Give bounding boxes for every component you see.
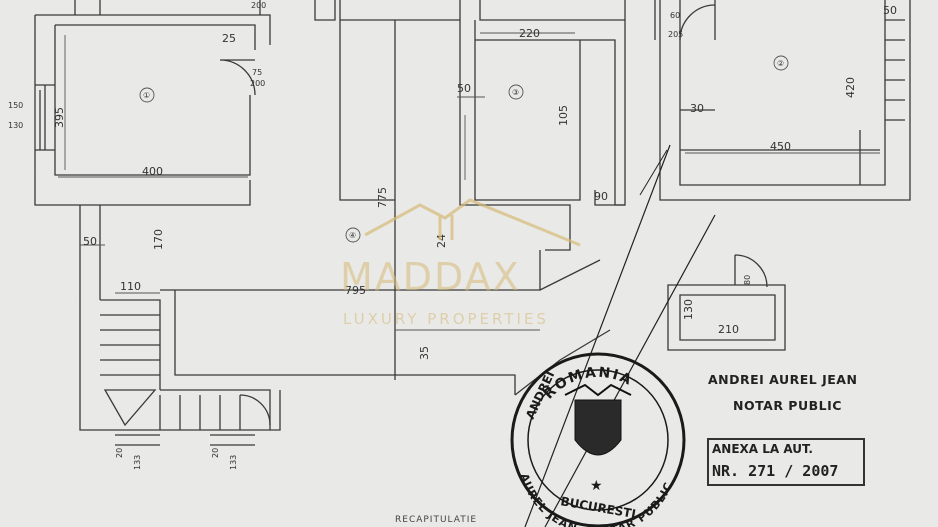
dim-105: 105 [557, 105, 570, 126]
dim-24: 24 [435, 234, 448, 248]
dim-30: 30 [690, 102, 704, 115]
wall-left-double [35, 84, 55, 151]
dim-220: 220 [519, 27, 540, 40]
dim-795: 795 [345, 284, 366, 297]
dim-205: 205 [668, 30, 683, 39]
wall-left-room [34, 14, 271, 206]
dim-50-right: 50 [883, 4, 897, 17]
annex-label: ANEXA LA AUT. [712, 442, 813, 456]
dim-25: 25 [222, 32, 236, 45]
dim-775: 775 [376, 187, 389, 208]
watermark-name: MADDAX [340, 255, 521, 299]
dim-130: 130 [682, 299, 695, 320]
annex-box [707, 438, 865, 486]
dim-200-top: 200 [251, 1, 266, 10]
dim-110: 110 [120, 280, 141, 293]
wall-room3 [474, 20, 626, 206]
dim-130-side: 130 [8, 121, 23, 130]
coat-of-arms [574, 399, 622, 456]
annex-number: NR. 271 / 2007 [712, 462, 839, 480]
stairs [100, 314, 241, 430]
watermark-tagline: LUXURY PROPERTIES [343, 310, 549, 328]
watermark-logo [364, 198, 581, 247]
room-3-marker: ③ [512, 88, 519, 97]
dim-133-b: 133 [229, 455, 238, 470]
room-2-marker: ② [777, 59, 784, 68]
dim-450: 450 [770, 140, 791, 153]
dim-20-b: 20 [211, 448, 220, 458]
notary-stamp: ★ [510, 352, 686, 527]
small-room [667, 254, 786, 351]
dim-420: 420 [844, 77, 857, 98]
dim-50-top: 50 [457, 82, 471, 95]
dim-50-left: 50 [83, 235, 97, 248]
dim-75-bottom: 200 [250, 79, 265, 88]
dim-150-side: 150 [8, 101, 23, 110]
dim-400: 400 [142, 165, 163, 178]
dim-80: 80 [743, 275, 752, 285]
wall-top [74, 0, 716, 40]
dim-170: 170 [152, 229, 165, 250]
dim-35: 35 [418, 346, 431, 360]
room-1-marker: ① [143, 91, 150, 100]
dim-75-top: 75 [252, 68, 262, 77]
room-4-marker: ④ [349, 231, 356, 240]
dim-210: 210 [718, 323, 739, 336]
wall-right-room [659, 0, 911, 201]
dim-395: 395 [53, 107, 66, 128]
footer-heading: RECAPITULATIE [395, 515, 478, 525]
svg-text:★: ★ [590, 478, 603, 494]
dim-20-a: 20 [115, 448, 124, 458]
dim-90: 90 [594, 190, 608, 203]
dim-133-a: 133 [133, 455, 142, 470]
notary-title: NOTAR PUBLIC [733, 398, 842, 413]
dim-60: 60 [670, 11, 680, 20]
notary-name: ANDREI AUREL JEAN [708, 372, 858, 387]
